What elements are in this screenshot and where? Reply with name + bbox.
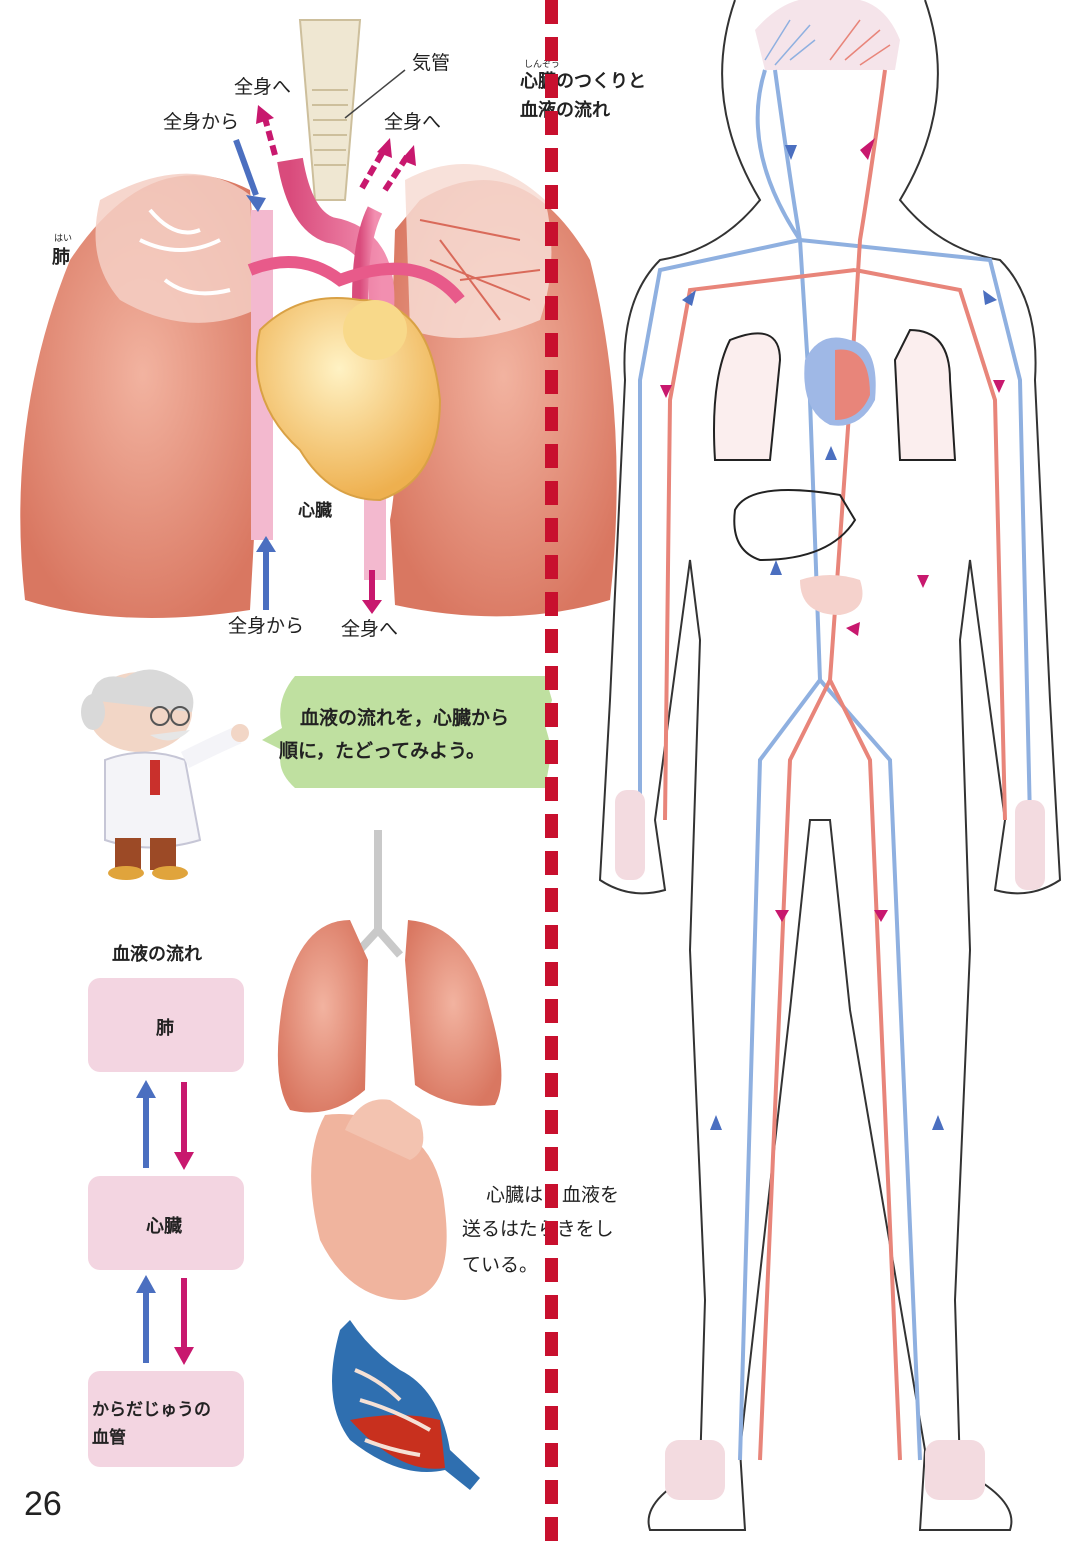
flow-title: 血液の流れ <box>112 940 202 966</box>
heart-caption-line2: 送るはたらきをし <box>462 1214 614 1241</box>
speech-line1: 血液の流れを，心臓から <box>300 703 509 730</box>
flow-box-heart: 心臓 <box>88 1176 244 1270</box>
label-heart: 心臓 <box>298 496 332 521</box>
label-lung: 肺 <box>52 243 70 269</box>
label-to-body-top-right: 全身へ <box>384 107 441 134</box>
heart-caption-line3: ている。 <box>462 1250 538 1277</box>
label-to-body-top-left: 全身へ <box>234 72 291 99</box>
section-title-line2: 血液の流れ <box>520 96 610 122</box>
label-to-body-bottom: 全身へ <box>341 614 398 641</box>
speech-line2: 順に，たどってみよう。 <box>279 736 485 763</box>
label-from-body-top: 全身から <box>163 107 239 134</box>
label-trachea: 気管 <box>412 48 450 75</box>
section-title-line1: 心臓のつくりと <box>520 67 646 93</box>
flow-box-lung: 肺 <box>88 978 244 1072</box>
label-from-body-bottom: 全身から <box>228 611 304 638</box>
page-divider <box>545 0 558 1547</box>
page-number: 26 <box>24 1485 62 1524</box>
flow-box-vessels: からだじゅうの 血管 <box>88 1371 244 1467</box>
